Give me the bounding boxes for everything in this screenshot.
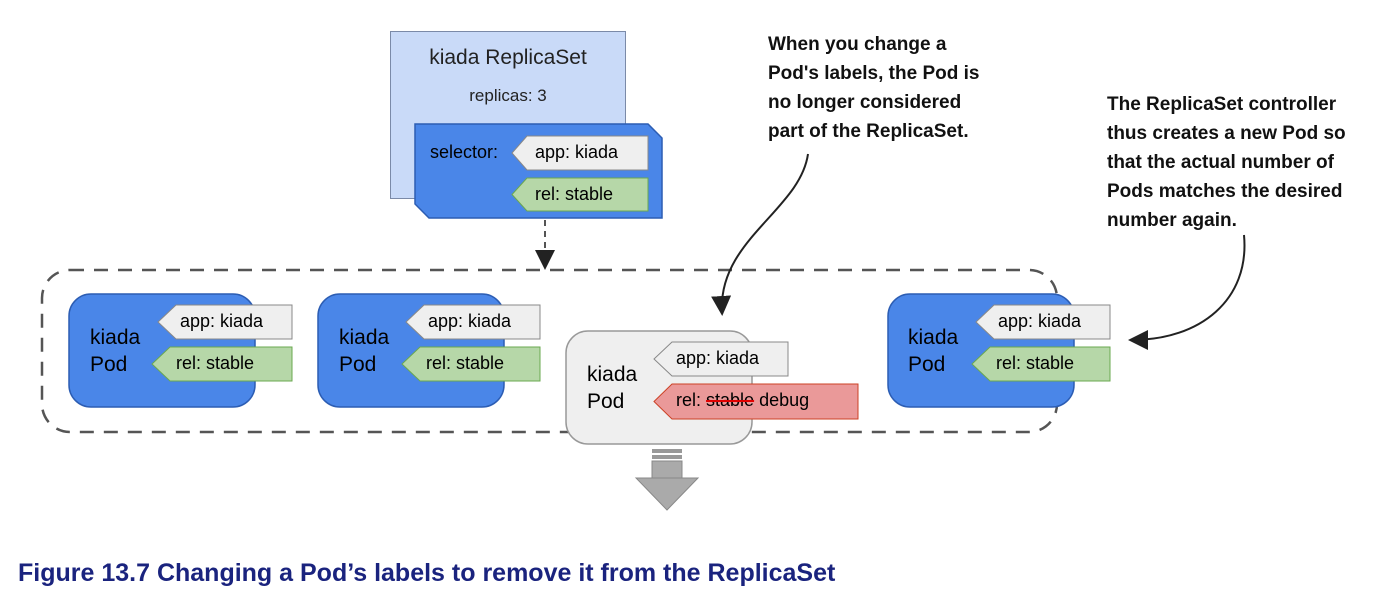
pod-2-app-tag (405, 304, 541, 340)
pod-4-name: kiada Pod (908, 324, 958, 378)
selector-app-tag (511, 135, 649, 171)
pod-1-name-line1: kiada (90, 326, 141, 349)
pod-removed-name-line2: Pod (587, 390, 625, 413)
pod-2-app-text: app: kiada (428, 311, 512, 331)
pod-4-app-text: app: kiada (998, 311, 1082, 331)
replicaset-title: kiada ReplicaSet (429, 46, 587, 69)
replicaset-pod-group (40, 268, 1059, 434)
pod-4-rel-tag (971, 346, 1111, 382)
exit-arrow (634, 449, 700, 511)
annotation-right-line: Pods matches the desired (1107, 181, 1343, 202)
pod-removed-app-text: app: kiada (676, 348, 760, 368)
annotation-left-line: Pod's labels, the Pod is (768, 63, 980, 84)
pod-removed-name-line1: kiada (587, 363, 638, 386)
annotation-right-line: thus creates a new Pod so (1107, 123, 1346, 144)
annotation-left-arrow (711, 153, 809, 316)
pod-2-rel-tag (401, 346, 541, 382)
pod-1-name: kiada Pod (90, 324, 140, 378)
pod-1-rel-tag (151, 346, 293, 382)
pod-removed-app-tag (653, 341, 789, 377)
pod-removed-name: kiada Pod (587, 361, 637, 415)
pod-4-rel-text: rel: stable (996, 353, 1075, 373)
pod-removed-rel-old: stable (706, 390, 755, 410)
pod-1-app-tag (157, 304, 293, 340)
annotation-right-line: The ReplicaSet controller (1107, 94, 1337, 115)
selector-rel-text: rel: stable (535, 184, 614, 204)
pod-4-name-line1: kiada (908, 326, 959, 349)
annotation-left: When you change a Pod's labels, the Pod … (768, 30, 979, 146)
replicaset-replicas: replicas: 3 (469, 86, 547, 105)
pod-2-name-line1: kiada (339, 326, 390, 349)
pod-removed-rel-new: debug (759, 390, 810, 410)
selector-app-text: app: kiada (535, 142, 619, 162)
pod-2-rel-text: rel: stable (426, 353, 505, 373)
pod-2-name: kiada Pod (339, 324, 389, 378)
annotation-left-line: part of the ReplicaSet. (768, 121, 969, 142)
annotation-right: The ReplicaSet controller thus creates a… (1107, 90, 1346, 235)
annotation-right-line: number again. (1107, 210, 1237, 231)
annotation-right-arrow (1128, 234, 1246, 350)
pod-2-name-line2: Pod (339, 353, 377, 376)
pod-1-rel-text: rel: stable (176, 353, 255, 373)
annotation-right-line: that the actual number of (1107, 152, 1334, 173)
pod-4-name-line2: Pod (908, 353, 946, 376)
selector-rel-tag (511, 177, 649, 212)
pod-4-app-tag (975, 304, 1111, 340)
selector-label: selector: (430, 142, 499, 162)
figure-caption: Figure 13.7 Changing a Pod’s labels to r… (18, 559, 836, 587)
pod-1-name-line2: Pod (90, 353, 128, 376)
pod-removed-rel-text: rel: stable debug (676, 390, 809, 411)
pod-removed-rel-tag (653, 383, 859, 420)
pod-removed-rel-prefix: rel: (676, 390, 702, 410)
annotation-left-line: When you change a (768, 34, 947, 55)
pod-1-app-text: app: kiada (180, 311, 264, 331)
annotation-left-line: no longer considered (768, 92, 962, 113)
